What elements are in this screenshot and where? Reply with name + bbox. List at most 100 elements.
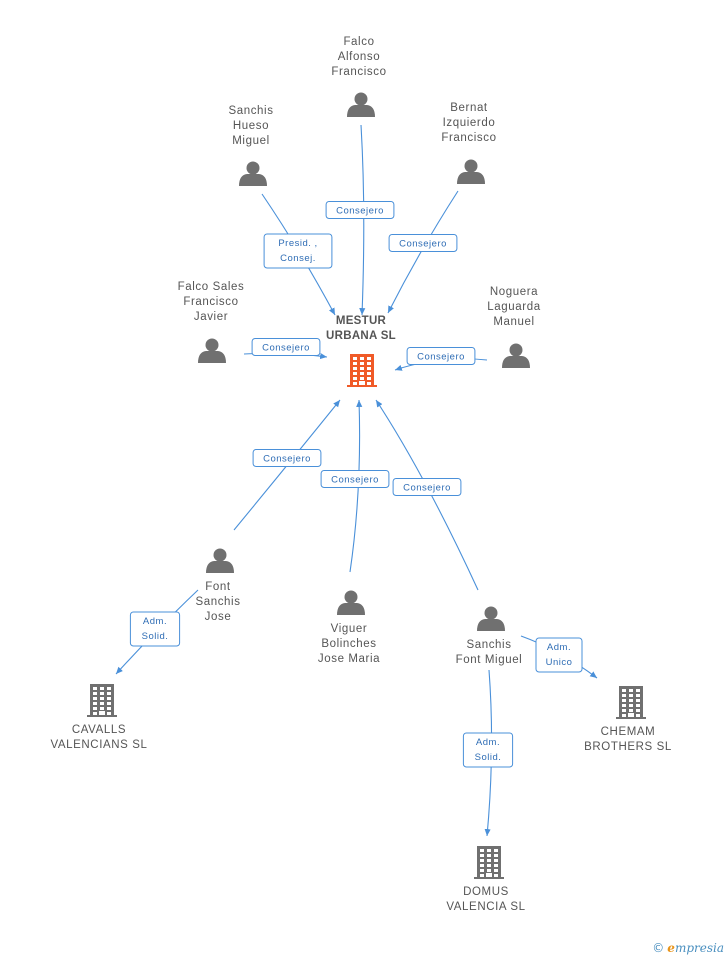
building-icon bbox=[347, 354, 377, 387]
node-label-line: Jose bbox=[205, 611, 232, 623]
node-label-line: CHEMAM bbox=[601, 726, 656, 738]
building-icon bbox=[87, 684, 117, 717]
node-label-line: Javier bbox=[194, 311, 228, 323]
node-label-line: Francisco bbox=[183, 296, 238, 308]
edge-label-box[interactable] bbox=[251, 338, 321, 356]
empresia-watermark[interactable]: ©empresia bbox=[652, 941, 724, 955]
edge-sanchis-hueso-to-center: Presid. , Consej. bbox=[261, 193, 336, 316]
node-label-line: Bolinches bbox=[321, 638, 376, 650]
node-label-line: Falco Sales bbox=[178, 281, 245, 293]
node-label-line: Miguel bbox=[232, 135, 269, 147]
edge-label-text: Presid. , bbox=[278, 238, 317, 249]
node-label-line: Bernat bbox=[450, 102, 488, 114]
company-node-chemam[interactable]: CHEMAM BROTHERS SL bbox=[584, 686, 672, 753]
edge-label-text: Unico bbox=[546, 657, 573, 668]
node-label-line: Falco bbox=[343, 36, 374, 48]
edge-noguera-laguarda-to-center: Consejero bbox=[394, 347, 488, 371]
edge-falco-alfonso-to-center: Consejero bbox=[325, 124, 395, 316]
edge-label-text: Adm. bbox=[547, 642, 571, 653]
building-icon bbox=[474, 846, 504, 879]
person-icon bbox=[477, 606, 505, 631]
brand-initial: e bbox=[667, 941, 675, 955]
node-label-line: Hueso bbox=[233, 120, 269, 132]
edge-bernat-izquierdo-to-center: Consejero bbox=[387, 190, 459, 314]
node-label-line: CAVALLS bbox=[72, 724, 126, 736]
node-label-line: Font Miguel bbox=[456, 654, 523, 666]
edge-viguer-bolinches-to-center: Consejero bbox=[320, 399, 390, 573]
edge-font-sanchis-to-center: Consejero bbox=[233, 399, 341, 531]
edge-label-box[interactable] bbox=[320, 470, 390, 488]
edge-font-sanchis-to-cavalls: Adm. Solid. bbox=[115, 589, 199, 675]
edge-label-box[interactable] bbox=[325, 201, 395, 219]
node-label-line: MESTUR bbox=[336, 315, 387, 327]
brand-name: mpresia bbox=[674, 941, 724, 955]
node-label-line: Sanchis bbox=[466, 639, 511, 651]
node-label-line: Font bbox=[205, 581, 231, 593]
node-label-line: Izquierdo bbox=[443, 117, 496, 129]
edge-sanchis-font-to-chemam: Adm. Unico bbox=[520, 635, 598, 679]
person-icon bbox=[206, 548, 234, 573]
node-label-line: Viguer bbox=[331, 623, 368, 635]
edge-label-text: Solid. bbox=[475, 752, 502, 763]
node-label-line: Francisco bbox=[441, 132, 496, 144]
edge-label-box[interactable] bbox=[392, 478, 462, 496]
edge-label-box[interactable] bbox=[406, 347, 476, 365]
person-icon bbox=[239, 161, 267, 186]
node-label-line: BROTHERS SL bbox=[584, 741, 672, 753]
company-node-cavalls[interactable]: CAVALLS VALENCIANS SL bbox=[50, 684, 147, 751]
edge-label-text: Consejero bbox=[403, 483, 451, 494]
edge-label-text: Consejero bbox=[336, 206, 384, 217]
edge-label-box[interactable] bbox=[535, 637, 583, 673]
building-icon bbox=[616, 686, 646, 719]
node-label-line: Alfonso bbox=[338, 51, 381, 63]
node-label-line: DOMUS bbox=[463, 886, 509, 898]
person-icon bbox=[457, 159, 485, 184]
edge-falco-sales-to-center: Consejero bbox=[243, 338, 328, 360]
edge-label-text: Solid. bbox=[142, 631, 169, 642]
edge-label-box[interactable] bbox=[462, 732, 514, 768]
person-icon bbox=[337, 590, 365, 615]
edge-label-text: Consejero bbox=[263, 454, 311, 465]
edge-sanchis-font-to-domus: Adm. Solid. bbox=[462, 669, 514, 837]
person-icon bbox=[347, 92, 375, 117]
person-icon bbox=[198, 338, 226, 363]
node-label-line: Laguarda bbox=[487, 301, 540, 313]
edge-label-text: Consejero bbox=[331, 475, 379, 486]
edge-label-text: Consejero bbox=[399, 239, 447, 250]
node-label-line: Noguera bbox=[490, 286, 538, 298]
node-label-line: Sanchis bbox=[228, 105, 273, 117]
edge-label-box[interactable] bbox=[252, 449, 322, 467]
edge-label-box[interactable] bbox=[129, 611, 181, 647]
edge-label-text: Consej. bbox=[280, 253, 316, 264]
person-icon bbox=[502, 343, 530, 368]
edge-label-text: Adm. bbox=[476, 737, 500, 748]
node-label-line: Jose Maria bbox=[318, 653, 380, 665]
company-node-domus[interactable]: DOMUS VALENCIA SL bbox=[446, 846, 525, 913]
edge-label-box[interactable] bbox=[388, 234, 458, 252]
node-label-line: URBANA SL bbox=[326, 330, 396, 342]
edge-label-text: Consejero bbox=[417, 352, 465, 363]
edge-label-box[interactable] bbox=[263, 233, 333, 269]
node-label-line: Manuel bbox=[493, 316, 534, 328]
edge-sanchis-font-to-center: Consejero bbox=[375, 399, 479, 591]
edge-line bbox=[359, 124, 366, 316]
node-label-line: Francisco bbox=[331, 66, 386, 78]
node-label-line: Sanchis bbox=[195, 596, 240, 608]
node-label-line: VALENCIANS SL bbox=[50, 739, 147, 751]
edge-label-text: Adm. bbox=[143, 616, 167, 627]
node-label-line: VALENCIA SL bbox=[446, 901, 525, 913]
center-company-node[interactable]: MESTUR URBANA SL bbox=[326, 315, 396, 387]
copyright-symbol: © bbox=[652, 941, 665, 955]
edge-label-text: Consejero bbox=[262, 343, 310, 354]
